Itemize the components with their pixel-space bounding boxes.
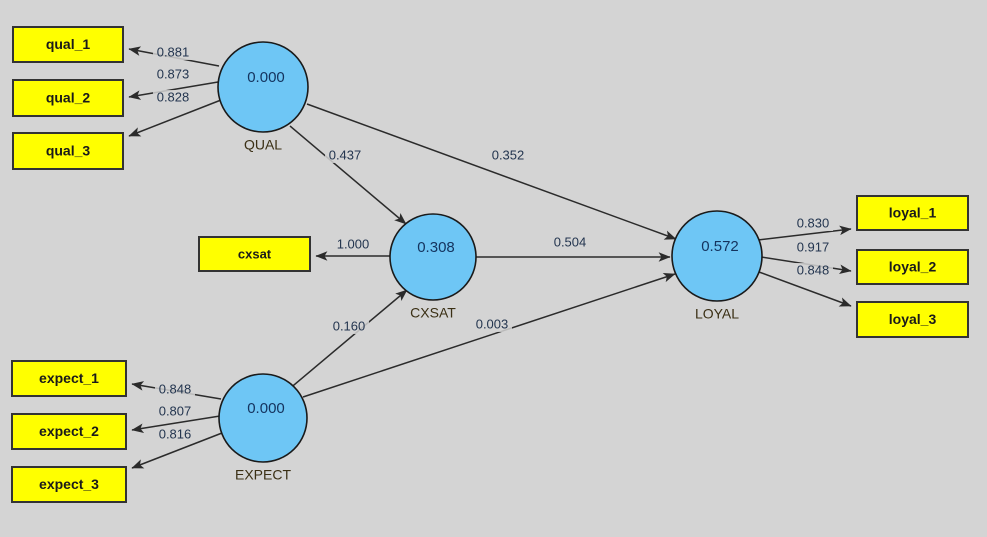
edge-label-backdrop bbox=[155, 404, 195, 419]
edge-label-backdrop bbox=[793, 263, 833, 278]
indicator-box[interactable] bbox=[856, 301, 969, 338]
indicator-box[interactable] bbox=[12, 79, 124, 117]
structural-path-qual-loyal[interactable] bbox=[306, 103, 677, 240]
indicator-box[interactable] bbox=[856, 249, 969, 285]
construct-r2-value: 0.000 bbox=[247, 69, 285, 86]
indicator-box[interactable] bbox=[11, 466, 127, 503]
construct-r2-value: 0.308 bbox=[417, 239, 455, 256]
indicator-box[interactable] bbox=[198, 236, 311, 272]
indicator-box[interactable] bbox=[856, 195, 969, 231]
construct-circle[interactable] bbox=[389, 213, 477, 301]
construct-name: EXPECT bbox=[235, 467, 291, 483]
edge-label-backdrop bbox=[329, 319, 369, 334]
indicator-label: cxsat bbox=[238, 246, 272, 261]
edge-label-qual-qual_3: 0.828 bbox=[157, 89, 190, 104]
indicator-qual_3[interactable]: qual_3 bbox=[12, 132, 124, 170]
measurement-path-loyal-loyal_1[interactable] bbox=[757, 225, 852, 241]
indicator-loyal_3[interactable]: loyal_3 bbox=[856, 301, 969, 338]
indicator-qual_1[interactable]: qual_1 bbox=[12, 26, 124, 63]
edge-label-backdrop bbox=[153, 90, 193, 105]
structural-path-qual-cxsat[interactable] bbox=[289, 125, 407, 225]
indicator-label: expect_3 bbox=[39, 476, 99, 492]
edge-label-cxsat-cxsat_ind: 1.000 bbox=[337, 236, 370, 251]
indicator-box[interactable] bbox=[11, 360, 127, 397]
edge-label-backdrop bbox=[333, 237, 373, 252]
edge-label-backdrop bbox=[793, 216, 833, 231]
edge-label-backdrop bbox=[153, 67, 193, 82]
measurement-path-expect-expect_3[interactable] bbox=[131, 432, 223, 469]
construct-circle[interactable] bbox=[671, 210, 763, 302]
indicator-loyal_1[interactable]: loyal_1 bbox=[856, 195, 969, 231]
construct-name: CXSAT bbox=[410, 305, 456, 321]
indicator-label: expect_2 bbox=[39, 423, 99, 439]
edge-label-backdrop bbox=[155, 427, 195, 442]
edge-label-expect-expect_2: 0.807 bbox=[159, 403, 192, 418]
indicator-label: qual_1 bbox=[46, 36, 91, 52]
indicator-label: loyal_3 bbox=[889, 311, 937, 327]
edge-label-backdrop bbox=[793, 240, 833, 255]
edge-label-expect-expect_3: 0.816 bbox=[159, 426, 192, 441]
construct-name: QUAL bbox=[244, 137, 282, 153]
indicator-label: expect_1 bbox=[39, 370, 99, 386]
indicator-loyal_2[interactable]: loyal_2 bbox=[856, 249, 969, 285]
indicator-box[interactable] bbox=[12, 132, 124, 170]
indicator-cxsat_ind[interactable]: cxsat bbox=[198, 236, 311, 272]
indicator-label: loyal_2 bbox=[889, 259, 937, 275]
edge-label-qual-loyal: 0.352 bbox=[492, 147, 525, 162]
measurement-path-qual-qual_3[interactable] bbox=[128, 99, 222, 137]
edge-label-backdrop bbox=[155, 382, 195, 397]
edge-label-loyal-loyal_1: 0.830 bbox=[797, 215, 830, 230]
construct-circle[interactable] bbox=[217, 41, 309, 133]
indicator-box[interactable] bbox=[11, 413, 127, 450]
indicator-expect_1[interactable]: expect_1 bbox=[11, 360, 127, 397]
indicator-box[interactable] bbox=[12, 26, 124, 63]
edge-label-backdrop bbox=[550, 235, 590, 250]
construct-circle[interactable] bbox=[218, 373, 308, 463]
edge-label-backdrop bbox=[153, 45, 193, 60]
indicator-label: qual_2 bbox=[46, 90, 91, 106]
edge-label-backdrop bbox=[472, 317, 512, 332]
edge-label-expect-cxsat: 0.160 bbox=[333, 318, 366, 333]
construct-r2-value: 0.000 bbox=[247, 400, 285, 417]
edge-label-backdrop bbox=[488, 148, 528, 163]
edge-labels-layer: 0.437 0.352 0.504 0.160 0.003 0.881 0.873 0.828… bbox=[153, 44, 833, 442]
measurement-path-expect-expect_2[interactable] bbox=[131, 415, 221, 433]
edge-label-qual-qual_2: 0.873 bbox=[157, 66, 190, 81]
indicator-qual_2[interactable]: qual_2 bbox=[12, 79, 124, 117]
edge-label-loyal-loyal_3: 0.848 bbox=[797, 262, 830, 277]
edge-label-cxsat-loyal: 0.504 bbox=[554, 234, 587, 249]
edge-label-expect-expect_1: 0.848 bbox=[159, 381, 192, 396]
construct-name: LOYAL bbox=[695, 306, 739, 322]
indicator-label: loyal_1 bbox=[889, 205, 937, 221]
edge-label-qual-qual_1: 0.881 bbox=[157, 44, 190, 59]
structural-path-expect-loyal[interactable] bbox=[302, 273, 676, 398]
edge-label-backdrop bbox=[325, 148, 365, 163]
measurement-path-qual-qual_2[interactable] bbox=[128, 81, 219, 100]
indicator-label: qual_3 bbox=[46, 143, 91, 159]
construct-r2-value: 0.572 bbox=[701, 238, 739, 255]
edge-label-expect-loyal: 0.003 bbox=[476, 316, 509, 331]
structural-path-expect-cxsat[interactable] bbox=[287, 289, 408, 391]
indicator-expect_2[interactable]: expect_2 bbox=[11, 413, 127, 450]
edge-label-qual-cxsat: 0.437 bbox=[329, 147, 362, 162]
measurement-path-loyal-loyal_3[interactable] bbox=[758, 271, 852, 307]
indicator-expect_3[interactable]: expect_3 bbox=[11, 466, 127, 503]
edge-label-loyal-loyal_2: 0.917 bbox=[797, 239, 830, 254]
